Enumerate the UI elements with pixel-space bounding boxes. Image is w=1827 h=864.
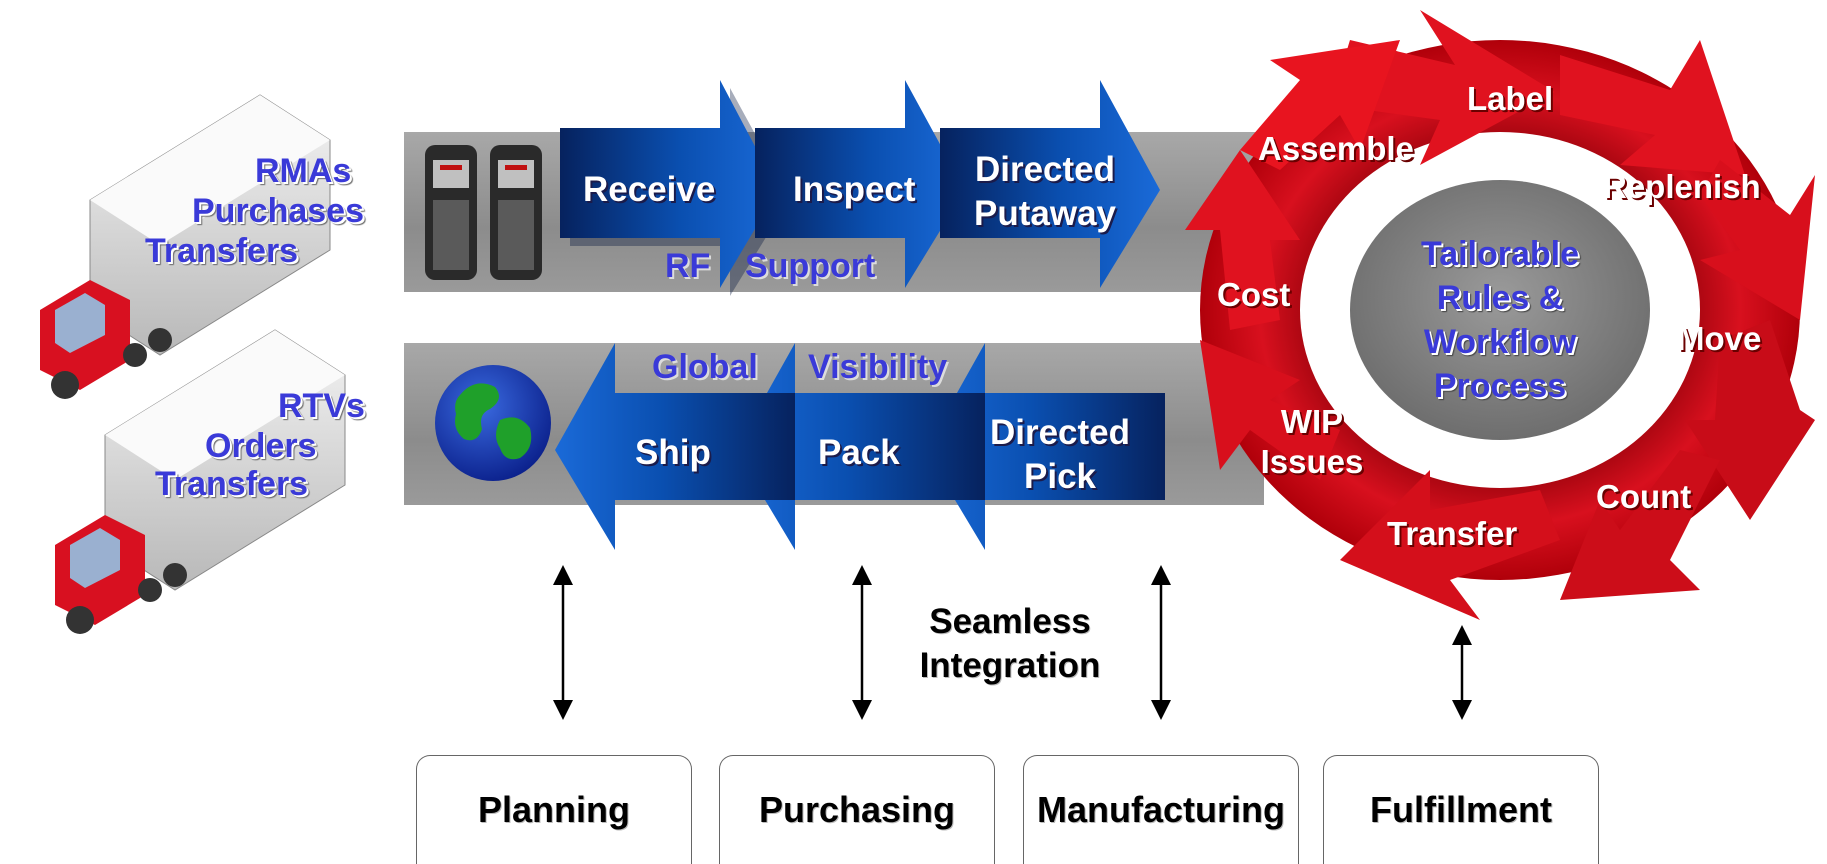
receive-arrow (560, 80, 790, 296)
truck-label-transfers-out: Transfers (155, 465, 309, 503)
truck-label-rmas: RMAs (255, 152, 352, 190)
cycle-item-move: Move (1677, 320, 1762, 357)
cycle-center-line-3: Workflow (1423, 323, 1577, 361)
cycle-item-transfer: Transfer (1387, 515, 1518, 552)
cycle-item-assemble: Assemble (1258, 130, 1414, 167)
truck-icon (40, 94, 331, 399)
integration-arrow-fulfillment (1452, 625, 1472, 720)
step-directed-putaway: Directed Putaway (974, 150, 1116, 233)
integration-label-line-1: Seamless (929, 602, 1091, 641)
rf-scanner-icon (425, 145, 477, 280)
module-manufacturing: Manufacturing (1023, 755, 1299, 864)
band-label-rf: RF (665, 247, 711, 285)
cycle-item-replenish: Replenish (1603, 168, 1761, 205)
cycle-center-line-2: Rules & (1436, 279, 1564, 317)
step-pack: Pack (818, 433, 900, 472)
cycle-item-wip-issues: WIP Issues (1260, 403, 1364, 480)
step-directed-pick: Directed Pick (989, 413, 1131, 496)
module-purchasing: Purchasing (719, 755, 995, 864)
cycle-center-line-4: Process (1433, 367, 1567, 405)
truck-label-orders: Orders (205, 427, 317, 465)
truck-label-transfers: Transfers (145, 232, 299, 270)
globe-icon (435, 365, 551, 481)
directed-putaway-arrow (940, 80, 1160, 288)
pack-arrow (735, 343, 985, 550)
cycle-item-count: Count (1596, 478, 1692, 515)
integration-arrow-manufacturing (1151, 565, 1171, 720)
module-fulfillment: Fulfillment (1323, 755, 1599, 864)
step-receive: Receive (583, 170, 716, 209)
module-planning: Planning (416, 755, 692, 864)
integration-label: Seamless Integration (900, 600, 1120, 688)
truck-label-rtvs: RTVs (278, 387, 365, 425)
band-label-support: Support (745, 247, 876, 285)
truck-icon (55, 329, 346, 634)
cycle-item-cost: Cost (1217, 276, 1291, 313)
band-label-global: Global (652, 348, 758, 386)
step-inspect: Inspect (793, 170, 916, 209)
cycle-center-text: Tailorable Rules & Workflow Process (1385, 232, 1615, 408)
cycle-center (1350, 180, 1650, 440)
rf-scanner-icon (490, 145, 542, 280)
cycle-center-line-1: Tailorable (1420, 235, 1580, 273)
integration-arrow-purchasing (852, 565, 872, 720)
truck-label-purchases: Purchases (192, 192, 364, 230)
inspect-arrow (755, 80, 965, 288)
integration-arrow-planning (553, 565, 573, 720)
band-label-visibility: Visibility (808, 348, 948, 386)
integration-label-line-2: Integration (919, 646, 1101, 685)
cycle-item-label: Label (1467, 80, 1554, 117)
ship-arrow (555, 343, 795, 550)
step-ship: Ship (635, 433, 711, 472)
